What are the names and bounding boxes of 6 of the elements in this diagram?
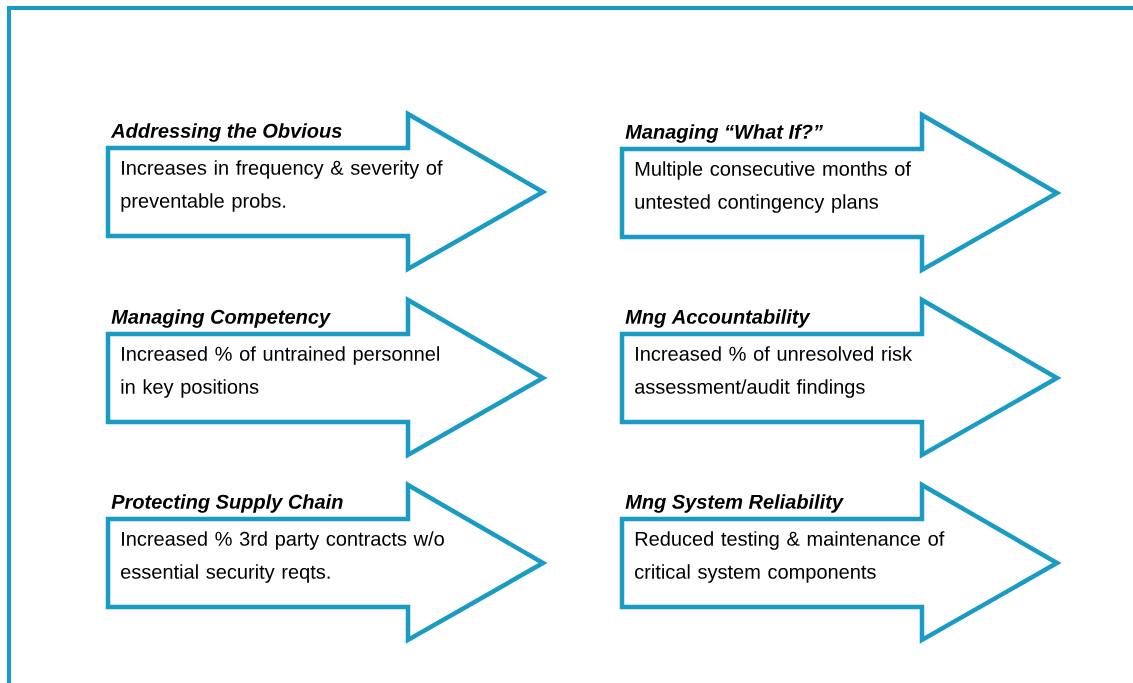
arrow-heading: Managing “What If?” — [625, 124, 823, 143]
arrow-heading: Mng Accountability — [625, 309, 811, 328]
arrow-heading: Mng System Reliability — [625, 494, 844, 513]
arrow-heading: Addressing the Obvious — [110, 123, 342, 142]
arrow-heading: Managing Competency — [111, 309, 331, 328]
arrow-heading: Protecting Supply Chain — [111, 494, 343, 513]
